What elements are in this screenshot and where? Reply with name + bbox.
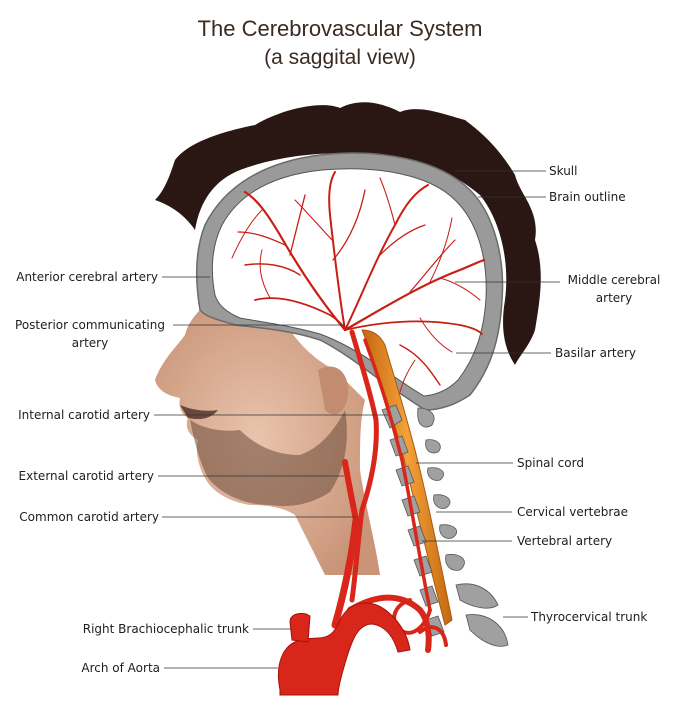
label-vertebral-artery: Vertebral artery [517,534,612,549]
label-basilar-artery: Basilar artery [555,346,636,361]
label-right-brachiocephalic-trunk: Right Brachiocephalic trunk [0,622,249,637]
label-common-carotid-artery: Common carotid artery [0,510,159,525]
right-brachiocephalic-trunk [290,613,310,642]
label-external-carotid-artery: External carotid artery [0,469,154,484]
label-cervical-vertebrae: Cervical vertebrae [517,505,628,520]
label-middle-cerebral-artery-line1: Middle cerebral [558,273,670,288]
label-thyrocervical-trunk: Thyrocervical trunk [531,610,647,625]
label-skull: Skull [549,164,577,179]
label-spinal-cord: Spinal cord [517,456,584,471]
label-middle-cerebral-artery-line2: artery [558,291,670,306]
diagram-title: The Cerebrovascular System [0,16,680,42]
label-anterior-cerebral-artery: Anterior cerebral artery [0,270,158,285]
label-arch-of-aorta: Arch of Aorta [0,661,160,676]
label-brain-outline: Brain outline [549,190,626,205]
label-posterior-communicating-artery-line1: Posterior communicating [10,318,170,333]
label-internal-carotid-artery: Internal carotid artery [0,408,150,423]
diagram-subtitle: (a saggital view) [0,46,680,70]
label-posterior-communicating-artery-line2: artery [10,336,170,351]
